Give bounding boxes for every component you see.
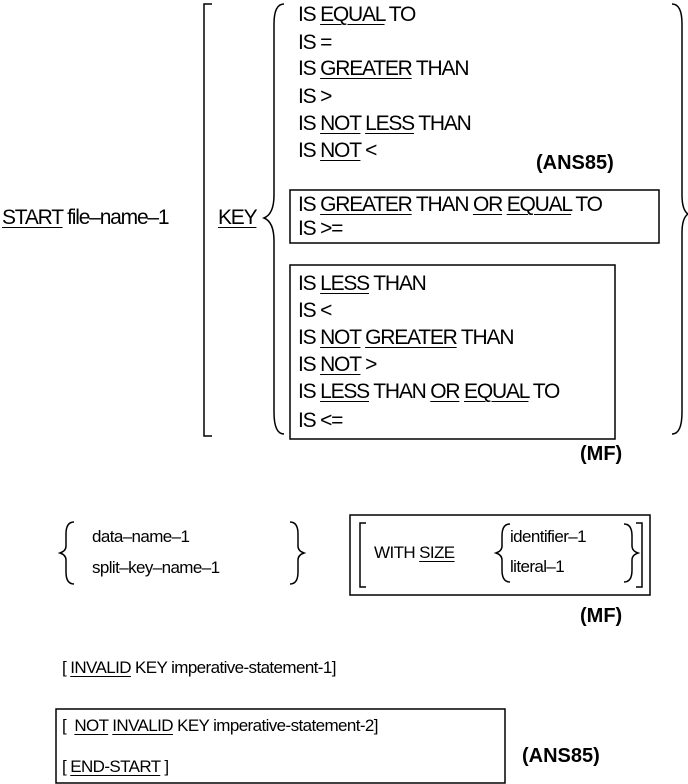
option-is-equal-to: IS EQUAL TO (298, 3, 416, 26)
size-outer-box (349, 514, 651, 596)
ans85-tag-lower: (ANS85) (522, 745, 600, 767)
start-keyword: START (2, 206, 64, 229)
mf-line-less-sign: IS < (298, 299, 332, 322)
data-choice-left-brace (57, 521, 75, 585)
mf-line-less-or-equal: IS LESS THAN OR EQUAL TO (298, 380, 560, 403)
ans85-line-greater-or-equal: IS GREATER THAN OR EQUAL TO (298, 193, 603, 216)
key-keyword: KEY (218, 206, 258, 229)
size-choice-right-brace (623, 523, 641, 583)
mf-tag-upper: (MF) (580, 443, 623, 465)
size-right-bracket (636, 522, 643, 588)
invalid-key-clause: [ INVALID KEY imperative-statement-1] (62, 658, 336, 677)
size-choice-left-brace (493, 523, 511, 583)
literal-1: literal–1 (510, 557, 565, 576)
data-name-1: data–name–1 (92, 527, 190, 546)
mf-line-less-equal-sign: IS <= (298, 409, 343, 432)
end-start-clause: [ END-START ] (62, 757, 169, 776)
size-left-bracket (359, 522, 366, 588)
identifier-1: identifier–1 (510, 527, 587, 546)
ans85-tag-upper: (ANS85) (536, 152, 614, 174)
mf-line-less-than: IS LESS THAN (298, 272, 427, 295)
option-is-not-less-than: IS NOT LESS THAN (298, 112, 472, 135)
option-is-not-less-sign: IS NOT < (298, 139, 377, 162)
key-left-brace (261, 3, 285, 435)
key-right-brace (671, 3, 688, 435)
ans85-line-greater-equal-sign: IS >= (298, 217, 343, 240)
with-size-clause: WITH SIZE (374, 543, 455, 562)
not-invalid-key-clause: [ NOT INVALID KEY imperative-statement-2… (62, 716, 378, 735)
file-name-1: file–name–1 (67, 206, 169, 229)
mf-tag-lower: (MF) (580, 605, 623, 627)
ans85-box (289, 189, 660, 244)
data-choice-right-brace (289, 521, 307, 585)
option-is-equals-sign: IS = (298, 31, 332, 54)
main-left-bracket (203, 3, 212, 437)
mf-line-not-greater-sign: IS NOT > (298, 353, 377, 376)
ans85-bottom-box (55, 708, 506, 784)
split-key-name-1: split–key–name–1 (92, 558, 220, 577)
mf-line-not-greater-than: IS NOT GREATER THAN (298, 326, 515, 349)
start-line: START file–name–1 (2, 205, 170, 231)
mf-box (289, 264, 616, 440)
option-is-greater-sign: IS > (298, 85, 332, 108)
option-is-greater-than: IS GREATER THAN (298, 57, 470, 80)
